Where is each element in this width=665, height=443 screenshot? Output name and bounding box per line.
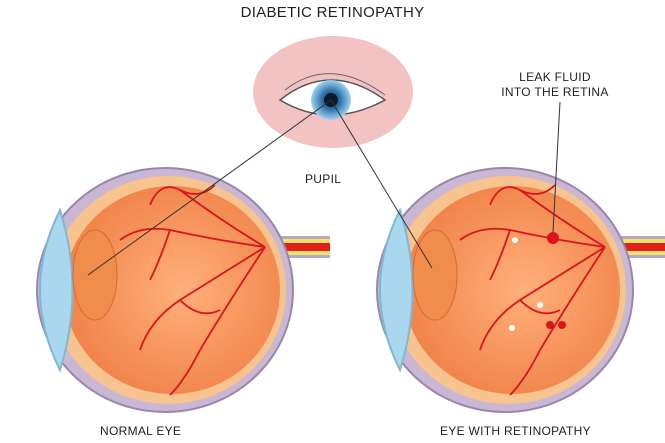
- retinopathy-eye-illustration: [376, 167, 665, 413]
- pupil-label: PUPIL: [305, 172, 342, 186]
- leak-label-line2: INTO THE RETINA: [501, 85, 609, 99]
- leak-spots: [509, 232, 566, 331]
- normal-eye-label: NORMAL EYE: [100, 424, 182, 438]
- retinopathy-eye-label: EYE WITH RETINOPATHY: [440, 424, 591, 438]
- pupil-eye-icon: [253, 36, 413, 148]
- leak-fluid-label: LEAK FLUID INTO THE RETINA: [490, 70, 620, 100]
- normal-eye-illustration: [36, 167, 331, 413]
- leak-label-line1: LEAK FLUID: [519, 70, 591, 84]
- diagram-title: DIABETIC RETINOPATHY: [240, 4, 425, 21]
